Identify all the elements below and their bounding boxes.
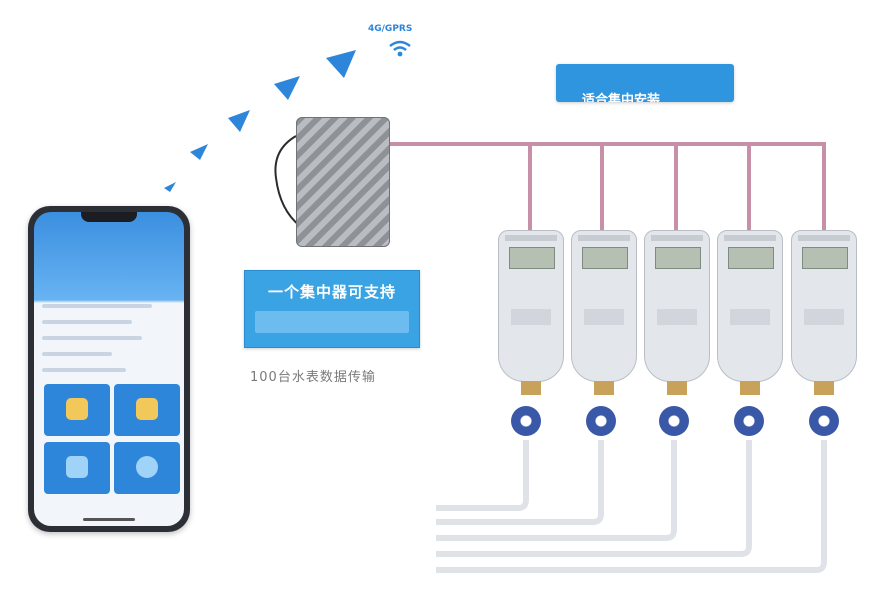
app-text-line	[42, 352, 112, 356]
meter-label-plate	[730, 309, 770, 325]
wifi-icon	[389, 40, 411, 57]
capacity-banner-text: 一个集中器可支持	[267, 283, 396, 301]
app-tile-icon	[66, 398, 88, 420]
water-meter	[498, 230, 564, 395]
meter-label-plate	[804, 309, 844, 325]
app-text-line	[42, 368, 126, 372]
signal-arrow	[190, 144, 208, 160]
meter-display	[728, 247, 774, 269]
meter-brand-strip	[724, 235, 776, 241]
capacity-banner-subbar	[255, 311, 409, 333]
app-tile-icon	[136, 456, 158, 478]
network-label: 4G/GPRS	[368, 24, 413, 34]
app-text-line	[42, 336, 142, 340]
meter-display	[582, 247, 628, 269]
meter-brass-fitting	[667, 381, 687, 395]
app-tile[interactable]	[114, 384, 180, 436]
meter-label-plate	[584, 309, 624, 325]
valve-icon	[734, 406, 764, 436]
app-text-line	[42, 320, 132, 324]
meter-brand-strip	[798, 235, 850, 241]
water-meter	[571, 230, 637, 395]
signal-arrows	[164, 50, 356, 192]
concentrator-device	[296, 117, 390, 247]
install-banner-text: 适合集中安装	[582, 93, 661, 102]
install-banner: 适合集中安装	[556, 64, 734, 102]
signal-arrow	[164, 182, 176, 192]
valve-icon	[809, 406, 839, 436]
smartphone	[28, 206, 190, 532]
app-tile-icon	[136, 398, 158, 420]
valve-icon	[511, 406, 541, 436]
valve-icon	[586, 406, 616, 436]
app-tile-icon	[66, 456, 88, 478]
water-meter	[717, 230, 783, 395]
meter-display	[509, 247, 555, 269]
meter-label-plate	[511, 309, 551, 325]
home-indicator	[83, 518, 135, 521]
valve-icon	[659, 406, 689, 436]
meter-brand-strip	[505, 235, 557, 241]
phone-notch	[81, 212, 137, 222]
meter-display	[802, 247, 848, 269]
phone-screen	[34, 212, 184, 526]
capacity-caption: 100台水表数据传输	[250, 370, 376, 385]
meter-brand-strip	[578, 235, 630, 241]
app-tile[interactable]	[114, 442, 180, 494]
meter-display	[655, 247, 701, 269]
meter-label-plate	[657, 309, 697, 325]
capacity-banner: 一个集中器可支持	[244, 270, 420, 348]
signal-arrow	[326, 50, 356, 78]
app-tile[interactable]	[44, 384, 110, 436]
meter-brand-strip	[651, 235, 703, 241]
meter-brass-fitting	[740, 381, 760, 395]
signal-arrow	[228, 110, 250, 132]
meter-brass-fitting	[594, 381, 614, 395]
meter-brass-fitting	[814, 381, 834, 395]
water-meter	[791, 230, 857, 395]
water-meter	[644, 230, 710, 395]
meter-brass-fitting	[521, 381, 541, 395]
app-text-line	[42, 304, 152, 308]
signal-arrow	[274, 76, 300, 100]
app-tile[interactable]	[44, 442, 110, 494]
